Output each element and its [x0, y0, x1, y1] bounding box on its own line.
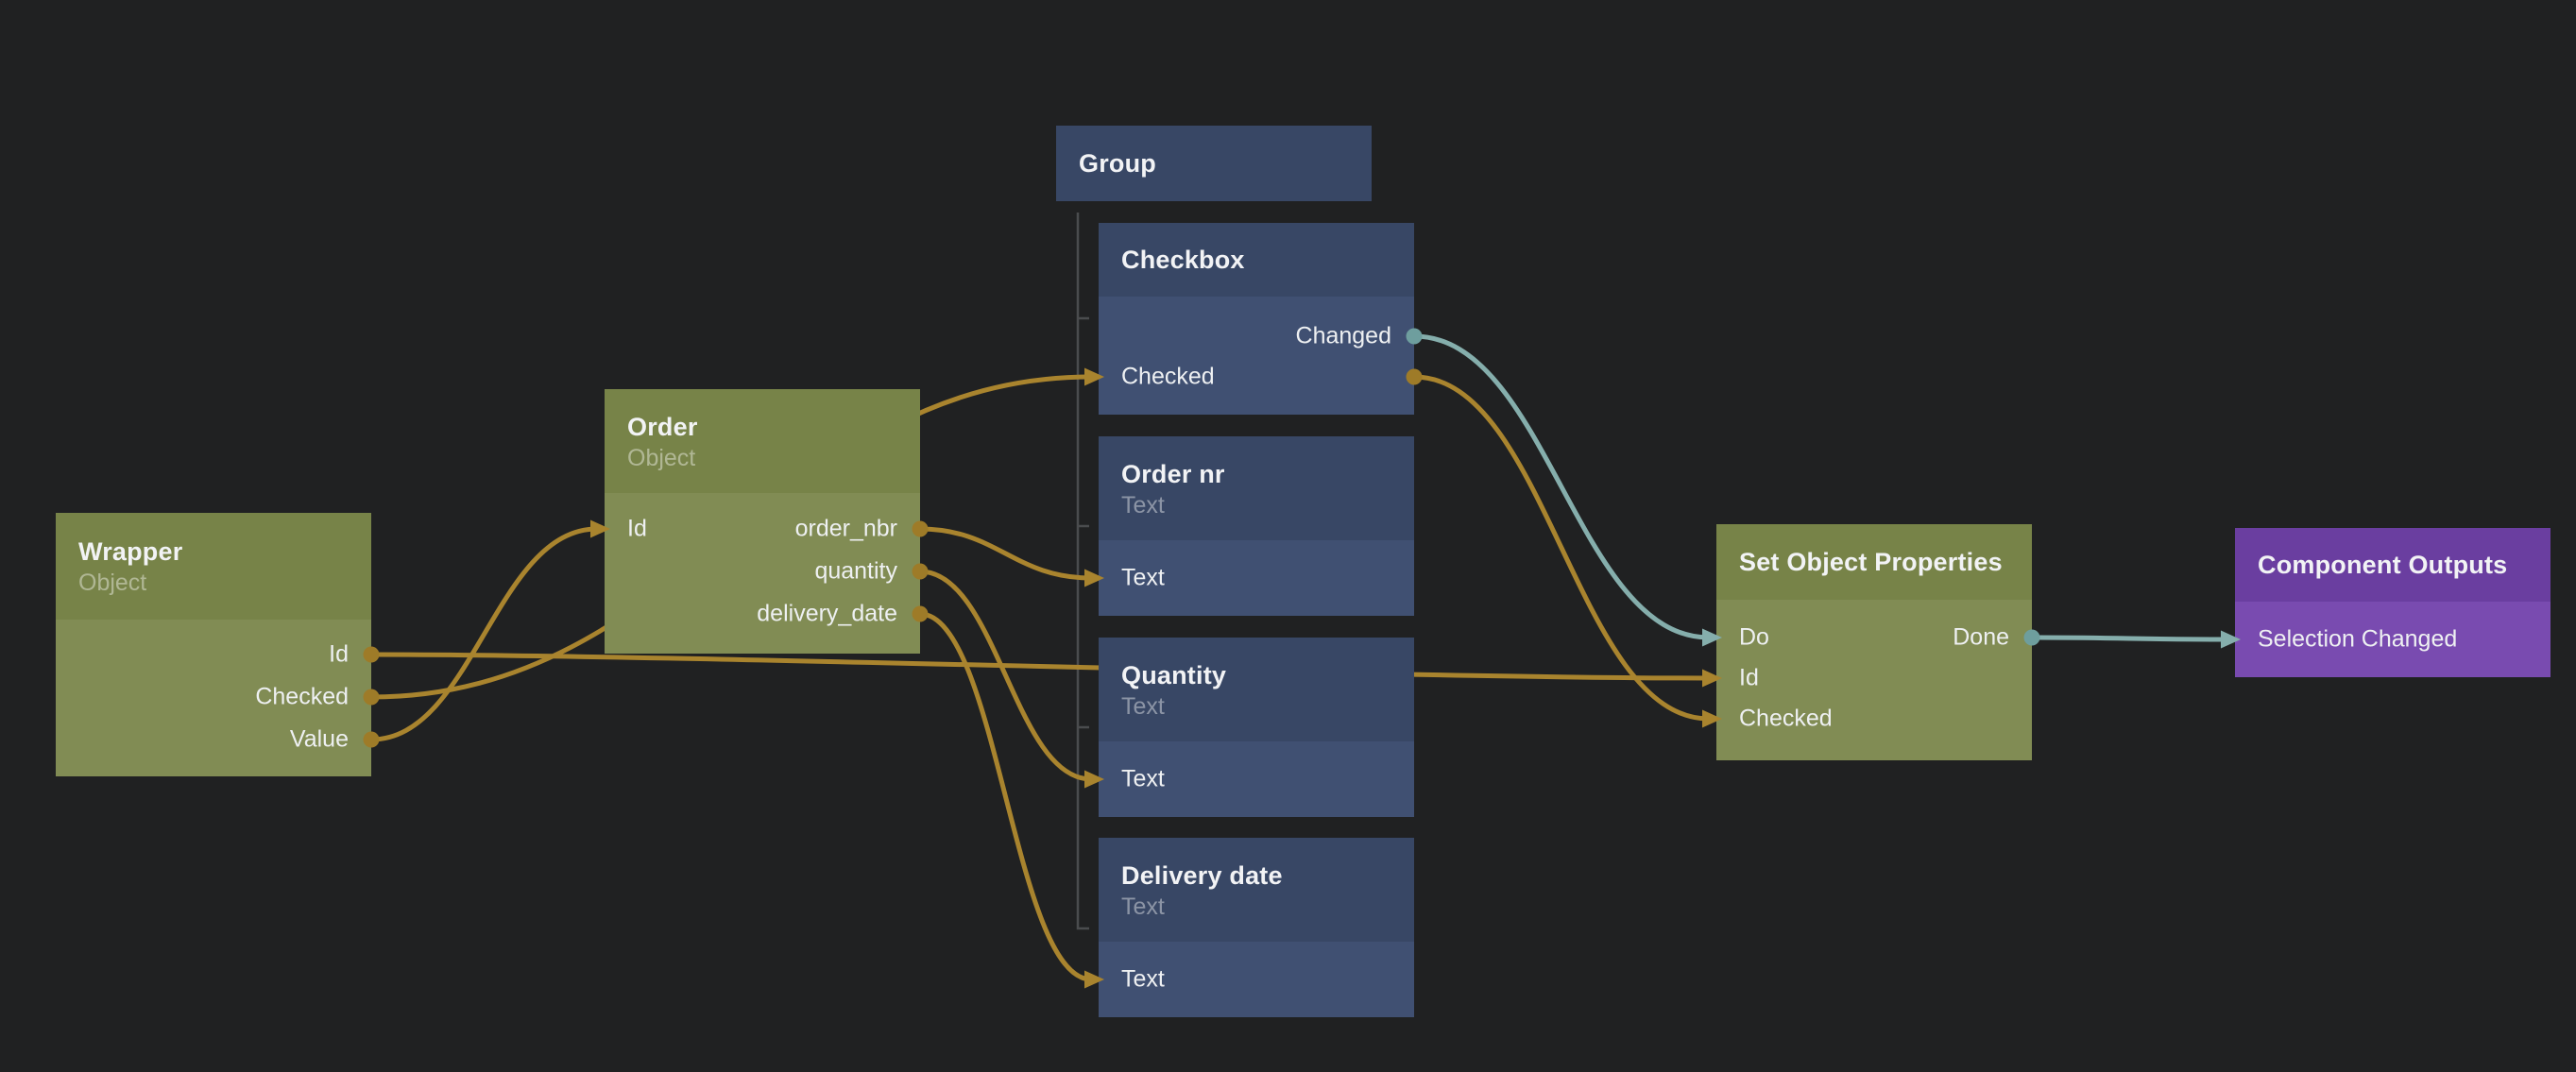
node-subtitle: Object [78, 570, 147, 596]
node-header-order-nr[interactable]: Order nr Text [1099, 436, 1414, 540]
port-set-object-properties-id[interactable]: Id [1739, 664, 1759, 691]
wire-set-object-properties.Done-to-component-outputs.Selection Changed[interactable] [2031, 635, 2228, 642]
port-checkbox-checked[interactable]: Checked [1121, 363, 1215, 390]
port-set-object-properties-checked[interactable]: Checked [1739, 705, 1833, 732]
node-title: Checkbox [1121, 246, 1245, 274]
group-children-tree-line [1076, 213, 1089, 930]
port-set-object-properties-done[interactable]: Done [1953, 623, 2009, 651]
node-title: Quantity [1121, 660, 1227, 689]
node-title: Wrapper [78, 537, 183, 566]
port-wrapper-id[interactable]: Id [329, 640, 349, 668]
port-order-delivery-date[interactable]: delivery_date [757, 600, 897, 627]
port-component-outputs-selection-changed[interactable]: Selection Changed [2258, 625, 2458, 653]
node-title: Set Object Properties [1739, 548, 2003, 576]
node-subtitle: Text [1121, 692, 1165, 720]
node-subtitle: Object [627, 444, 696, 471]
port-order-order-nbr[interactable]: order_nbr [794, 515, 897, 542]
port-set-object-properties-do[interactable]: Do [1739, 623, 1769, 651]
wire-checkbox.Changed-to-set-object-properties.Do[interactable] [1413, 333, 1710, 640]
node-subtitle: Text [1121, 893, 1165, 920]
wire-order.quantity-to-quantity.Text[interactable] [919, 569, 1092, 782]
node-subtitle: Text [1121, 491, 1165, 519]
port-order-id[interactable]: Id [627, 515, 647, 542]
port-order-nr-text[interactable]: Text [1121, 564, 1165, 591]
wire-checkbox.Checked-to-set-object-properties.Checked[interactable] [1413, 374, 1710, 722]
port-checkbox-changed[interactable]: Changed [1295, 322, 1391, 349]
port-wrapper-checked[interactable]: Checked [255, 683, 349, 710]
port-quantity-text[interactable]: Text [1121, 765, 1165, 792]
port-delivery-date-text[interactable]: Text [1121, 965, 1165, 993]
node-header-set-object-properties[interactable]: Set Object Properties [1716, 524, 2032, 600]
node-header-component-outputs[interactable]: Component Outputs [2235, 528, 2550, 602]
node-header-checkbox[interactable]: Checkbox [1099, 223, 1414, 297]
node-title: Component Outputs [2258, 551, 2508, 579]
node-title: Order nr [1121, 459, 1225, 488]
port-wrapper-value[interactable]: Value [289, 725, 349, 753]
wire-order.delivery_date-to-delivery-date.Text[interactable] [919, 611, 1092, 982]
node-title: Group [1079, 149, 1156, 178]
wire-order.order_nbr-to-order-nr.Text[interactable] [919, 526, 1092, 581]
node-title: Order [627, 412, 698, 441]
node-title: Delivery date [1121, 860, 1283, 890]
node-header-group[interactable]: Group [1056, 126, 1372, 201]
node-group[interactable]: Group [1056, 126, 1372, 201]
port-order-quantity[interactable]: quantity [814, 557, 897, 585]
wire-wrapper.Value-to-order.Id[interactable] [370, 526, 598, 742]
wire-wrapper.Id-to-set-object-properties.Id[interactable] [370, 652, 1710, 681]
